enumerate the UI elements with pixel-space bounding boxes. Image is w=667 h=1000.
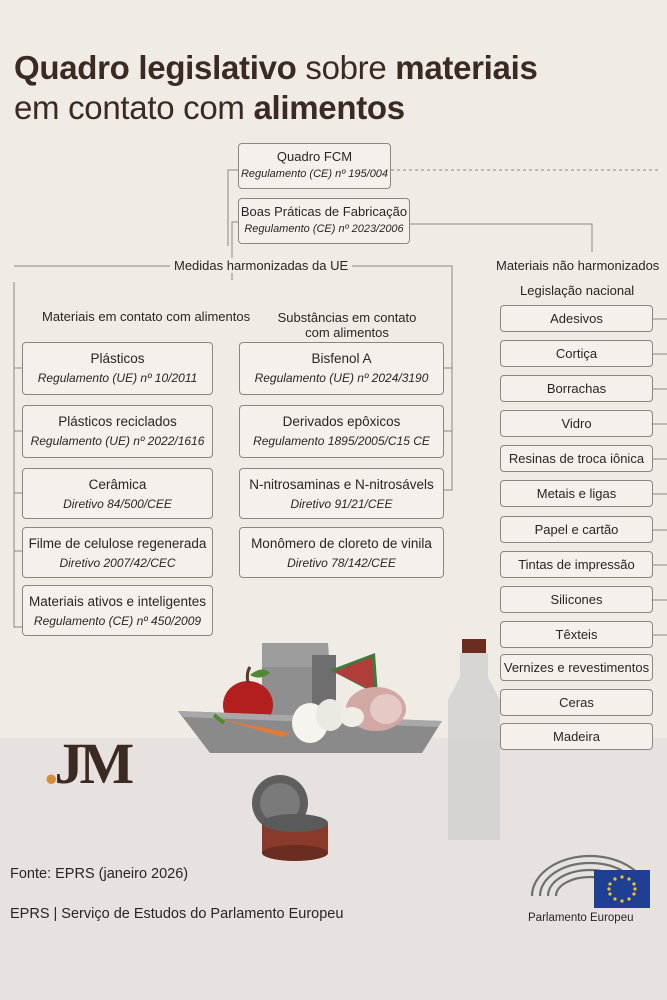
- bottle-icon: [448, 639, 500, 840]
- harmonized-label: Medidas harmonizadas da UE: [170, 258, 353, 273]
- eu-stars-icon: [607, 875, 637, 903]
- substance-box-vinyl-chloride: Monômero de cloreto de vinila Diretivo 7…: [239, 527, 444, 578]
- fcm-framework-box: Quadro FCM Regulamento (CE) nº 195/004: [238, 143, 391, 189]
- nh-item: Adesivos: [500, 305, 653, 332]
- material-box-active-intelligent: Materiais ativos e inteligentes Regulame…: [22, 585, 213, 636]
- nh-item: Cortiça: [500, 340, 653, 367]
- source-text: Fonte: EPRS (janeiro 2026): [10, 866, 189, 882]
- non-harmonized-label: Materiais não harmonizados: [492, 258, 664, 273]
- eu-parliament-logo: [530, 854, 650, 908]
- service-text: EPRS | Serviço de Estudos do Parlamento …: [10, 906, 344, 922]
- nh-item: Vidro: [500, 410, 653, 437]
- nh-item: Tintas de impressão: [500, 551, 653, 578]
- parliament-label: Parlamento Europeu: [528, 912, 634, 924]
- mushroom-icon: [340, 707, 364, 727]
- nh-item: Metais e ligas: [500, 480, 653, 507]
- food-packaging-illustration: [178, 639, 500, 861]
- egg-icon: [316, 699, 344, 731]
- material-box-plastics: Plásticos Regulamento (UE) nº 10/2011: [22, 342, 213, 395]
- nh-item: Papel e cartão: [500, 516, 653, 543]
- substances-heading: Substâncias em contato com alimentos: [262, 310, 432, 340]
- can-icon: [262, 814, 328, 861]
- substance-box-epoxy-derivatives: Derivados epôxicos Regulamento 1895/2005…: [239, 405, 444, 458]
- material-box-cellulose-film: Filme de celulose regenerada Diretivo 20…: [22, 527, 213, 578]
- material-box-ceramics: Cerâmica Diretivo 84/500/CEE: [22, 468, 213, 519]
- national-legislation-label: Legislação nacional: [516, 283, 639, 298]
- nh-item: Borrachas: [500, 375, 653, 402]
- nh-item: Silicones: [500, 586, 653, 613]
- nh-item: Ceras: [500, 689, 653, 716]
- nh-item: Resinas de troca iônica: [500, 445, 653, 472]
- watermelon-icon: [330, 653, 378, 695]
- nh-item: Vernizes e revestimentos: [500, 654, 653, 681]
- page-title: Quadro legislativo sobre materiais em co…: [14, 49, 538, 126]
- bottom-band: [0, 738, 667, 1000]
- materials-heading: Materiais em contato com alimentos: [38, 309, 255, 324]
- material-box-recycled-plastics: Plásticos reciclados Regulamento (UE) nº…: [22, 405, 213, 458]
- substance-box-nitrosamines: N-nitrosaminas e N-nitrosávels Diretivo …: [239, 468, 444, 519]
- nh-item: Têxteis: [500, 621, 653, 648]
- gmp-box: Boas Práticas de Fabricação Regulamento …: [238, 198, 410, 244]
- substance-box-bisphenol-a: Bisfenol A Regulamento (UE) nº 2024/3190: [239, 342, 444, 395]
- nh-item: Madeira: [500, 723, 653, 750]
- carrot-icon: [220, 719, 290, 737]
- jm-logo: .JM: [44, 731, 134, 796]
